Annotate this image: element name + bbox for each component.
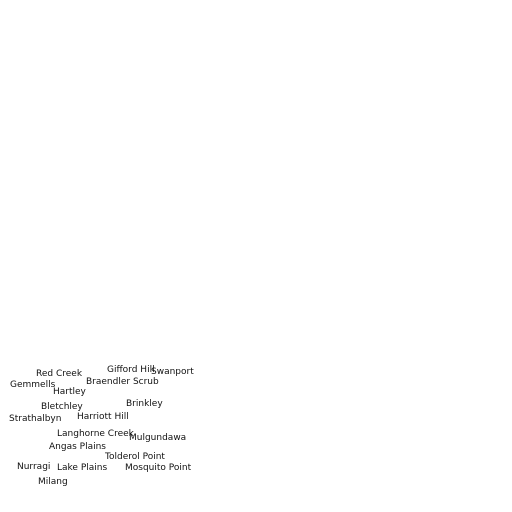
place-label-gemmells: Gemmells	[10, 380, 56, 390]
place-label-mulgundawa: Mulgundawa	[129, 433, 187, 443]
place-label-mosquito-point: Mosquito Point	[125, 463, 192, 473]
place-label-braendler-scrub: Braendler Scrub	[86, 377, 159, 387]
place-label-lake-plains: Lake Plains	[57, 463, 108, 473]
place-label-brinkley: Brinkley	[126, 399, 163, 409]
place-label-harriott-hill: Harriott Hill	[77, 412, 129, 422]
place-label-angas-plains: Angas Plains	[49, 442, 106, 452]
place-label-red-creek: Red Creek	[36, 369, 83, 379]
place-label-tolderol-point: Tolderol Point	[105, 452, 165, 462]
place-label-hartley: Hartley	[53, 387, 86, 397]
place-label-gifford-hill: Gifford Hill	[107, 365, 155, 375]
place-label-langhorne-creek: Langhorne Creek	[57, 429, 134, 439]
place-label-milang: Milang	[38, 477, 68, 487]
place-label-strathalbyn: Strathalbyn	[9, 414, 62, 424]
place-label-swanport: Swanport	[151, 367, 194, 377]
place-label-nurragi: Nurragi	[17, 462, 51, 472]
place-label-bletchley: Bletchley	[41, 402, 83, 412]
